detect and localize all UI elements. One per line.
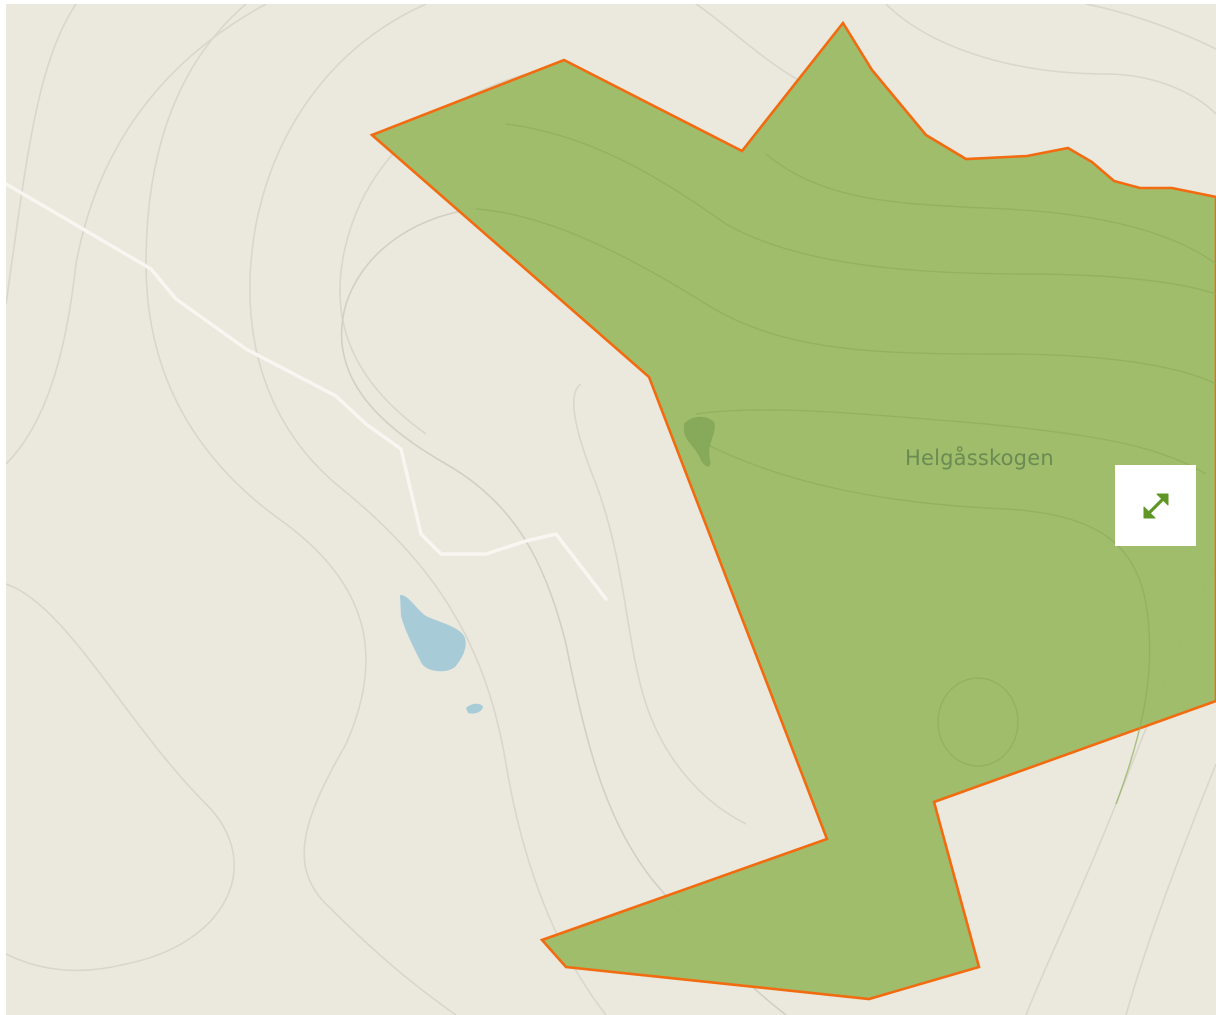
area-contours bbox=[475, 123, 1216, 805]
map-canvas[interactable] bbox=[6, 4, 1216, 1015]
area-label: Helgåsskogen bbox=[905, 446, 1054, 470]
wetland-patch bbox=[684, 416, 715, 467]
road bbox=[6, 182, 608, 601]
lake bbox=[400, 594, 466, 672]
map-viewport[interactable]: Helgåsskogen bbox=[6, 4, 1216, 1015]
pond bbox=[466, 703, 483, 714]
expand-arrows-icon bbox=[1143, 493, 1168, 518]
contour-lines bbox=[6, 4, 1216, 1015]
fullscreen-button[interactable] bbox=[1115, 465, 1196, 546]
